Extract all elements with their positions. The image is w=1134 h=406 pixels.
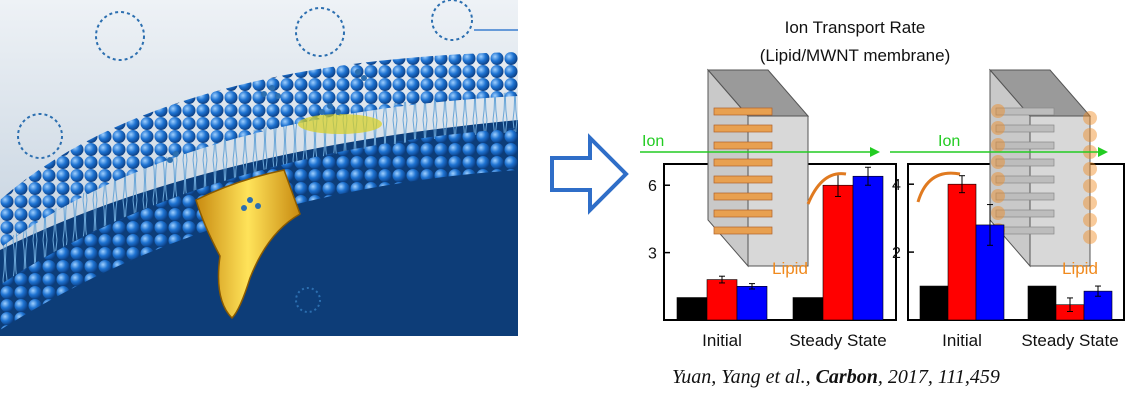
x-category-label: Initial bbox=[942, 331, 982, 350]
lipid-blob bbox=[991, 206, 1005, 220]
bar-red bbox=[706, 279, 738, 321]
bar-black bbox=[1027, 285, 1057, 321]
lipid-blob bbox=[991, 121, 1005, 135]
ion-label: Ion bbox=[642, 133, 664, 150]
upper-lipid-heads bbox=[0, 52, 518, 248]
small-ion-molecules bbox=[167, 69, 367, 211]
chart-title: Ion Transport Rate (Lipid/MWNT membrane) bbox=[690, 14, 1020, 70]
lipid-tails bbox=[0, 92, 518, 285]
x-category-label: Steady State bbox=[1021, 331, 1118, 350]
nanotube bbox=[713, 175, 773, 184]
bar-black bbox=[792, 297, 824, 321]
citation-rest: , 2017, 111,459 bbox=[877, 366, 1000, 388]
lipid-blob bbox=[1083, 179, 1097, 193]
lipid-blob bbox=[991, 172, 1005, 186]
increase-arrow bbox=[806, 172, 847, 205]
nanotube bbox=[713, 124, 773, 133]
nanotube bbox=[713, 209, 773, 218]
lipid-blob bbox=[991, 138, 1005, 152]
ion-flow-arrowhead bbox=[870, 147, 880, 157]
nanotube bbox=[995, 107, 1055, 116]
chart-title-line1: Ion Transport Rate bbox=[784, 18, 926, 37]
citation: Yuan, Yang et al., Carbon, 2017, 111,459 bbox=[672, 366, 1000, 389]
lipid-blob bbox=[991, 104, 1005, 118]
bar-black bbox=[919, 285, 949, 321]
nanotube bbox=[995, 192, 1055, 201]
y-tick-label: 6 bbox=[648, 178, 657, 195]
nanotube bbox=[995, 141, 1055, 150]
nanotube bbox=[713, 141, 773, 150]
nanotube bbox=[713, 158, 773, 167]
fullerene-cluster bbox=[17, 0, 473, 313]
lipid-blob bbox=[1083, 162, 1097, 176]
lipid-label: Lipid bbox=[772, 259, 808, 278]
lipid-blob bbox=[1083, 128, 1097, 142]
x-category-label: Initial bbox=[702, 331, 742, 350]
x-category-label: Steady State bbox=[789, 331, 886, 350]
lipid-blob bbox=[1083, 111, 1097, 125]
lipid-blob bbox=[1083, 196, 1097, 210]
right-arrow-icon bbox=[550, 133, 629, 215]
ion-label: Ion bbox=[938, 133, 960, 150]
nanotube bbox=[995, 124, 1055, 133]
y-tick-label: 3 bbox=[648, 246, 657, 263]
nanotube bbox=[995, 175, 1055, 184]
lower-lipid-heads bbox=[0, 128, 518, 330]
ion-channel-protein bbox=[195, 169, 301, 320]
membrane-inset-diagram bbox=[706, 68, 810, 268]
bar-blue bbox=[852, 175, 884, 321]
lipid-blob bbox=[991, 155, 1005, 169]
chart-title-line2: (Lipid/MWNT membrane) bbox=[759, 46, 951, 65]
citation-journal: Carbon bbox=[815, 366, 878, 388]
y-tick-label: 2 bbox=[892, 245, 901, 262]
lipid-blob bbox=[991, 189, 1005, 203]
bar-red bbox=[947, 183, 977, 321]
inset-front-face bbox=[1029, 115, 1091, 267]
bar-black bbox=[676, 297, 708, 321]
nanotube bbox=[995, 158, 1055, 167]
bar-blue bbox=[736, 286, 768, 321]
membrane-illustration bbox=[0, 0, 518, 336]
lipid-label: Lipid bbox=[1062, 259, 1098, 278]
nanotube bbox=[713, 107, 773, 116]
nanotube bbox=[713, 192, 773, 201]
membrane-protein-patch bbox=[298, 114, 382, 134]
membrane-inset-diagram bbox=[988, 68, 1097, 268]
inset-front-face bbox=[747, 115, 809, 267]
citation-authors: Yuan, Yang et al., bbox=[672, 366, 816, 388]
lipid-blob bbox=[1083, 230, 1097, 244]
y-tick-label: 4 bbox=[892, 177, 901, 194]
bar-red bbox=[822, 184, 854, 321]
lipid-blob bbox=[1083, 213, 1097, 227]
ion-flow-arrowhead bbox=[1098, 147, 1108, 157]
increase-arrow bbox=[916, 171, 961, 203]
nanotube bbox=[995, 209, 1055, 218]
nanotube bbox=[713, 226, 773, 235]
